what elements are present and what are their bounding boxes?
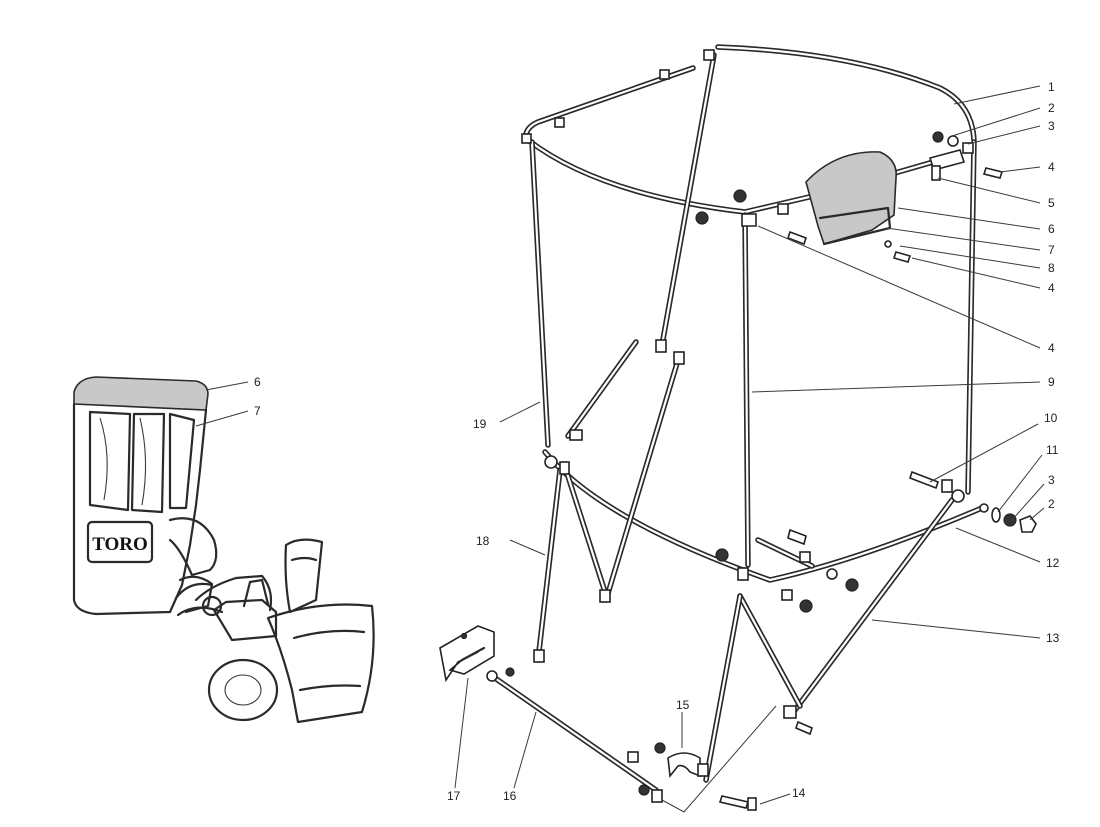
washer <box>947 135 959 147</box>
left-upright-tube <box>529 139 551 448</box>
toro-logo-plate <box>86 520 154 564</box>
bolt <box>786 230 808 246</box>
callout-6-inset: 6 <box>254 375 261 389</box>
callout-1: 1 <box>1048 80 1055 94</box>
lower-bar-16 <box>489 673 659 793</box>
callout-10: 10 <box>1044 411 1058 425</box>
callout-5: 5 <box>1048 196 1055 210</box>
center-upright-tube <box>742 212 751 568</box>
bottom-frame-arc <box>542 449 985 583</box>
nut-2 <box>1019 515 1037 533</box>
left-diagonal-brace <box>565 339 681 603</box>
right-leg-13 <box>703 497 955 783</box>
callout-2-second: 2 <box>1048 497 1055 511</box>
bolt-10 <box>908 470 940 490</box>
nut <box>932 131 944 143</box>
right-upright-tube <box>965 139 977 495</box>
callout-18: 18 <box>476 534 490 548</box>
callout-19: 19 <box>473 417 487 431</box>
nut-3 <box>1003 513 1017 527</box>
callout-8: 8 <box>1048 261 1055 275</box>
callout-13: 13 <box>1046 631 1060 645</box>
bolt-14 <box>718 795 750 809</box>
callout-4: 4 <box>1048 160 1055 174</box>
callout-17: 17 <box>447 789 461 803</box>
callout-4-third: 4 <box>1048 341 1055 355</box>
callout-7-inset: 7 <box>254 404 261 418</box>
callout-14: 14 <box>792 786 806 800</box>
callout-15: 15 <box>676 698 690 712</box>
top-frame-bar <box>715 44 977 143</box>
callout-3: 3 <box>1048 119 1055 133</box>
callout-labels: 1 2 3 4 5 6 7 8 4 4 9 10 11 3 2 12 13 14… <box>254 80 1060 803</box>
washer-11 <box>991 507 1001 523</box>
callout-3-second: 3 <box>1048 473 1055 487</box>
top-front-arc <box>525 137 943 215</box>
callout-7: 7 <box>1048 243 1055 257</box>
cab-frame <box>489 44 985 793</box>
toro-logo: TORO <box>92 534 148 555</box>
rear-upright-tube <box>659 52 717 348</box>
nut <box>962 142 974 154</box>
callout-6: 6 <box>1048 222 1055 236</box>
callout-9: 9 <box>1048 375 1055 389</box>
left-leg-18 <box>535 467 609 663</box>
bracket-17 <box>439 625 495 683</box>
callout-12: 12 <box>1046 556 1060 570</box>
clamp-15 <box>667 752 701 779</box>
callout-4-second: 4 <box>1048 281 1055 295</box>
leader-lines <box>195 85 1045 805</box>
hardware <box>439 49 1037 813</box>
inset-snowthrower: TORO <box>72 376 375 724</box>
callout-16: 16 <box>503 789 517 803</box>
callout-11: 11 <box>1046 443 1059 457</box>
callout-2: 2 <box>1048 101 1055 115</box>
